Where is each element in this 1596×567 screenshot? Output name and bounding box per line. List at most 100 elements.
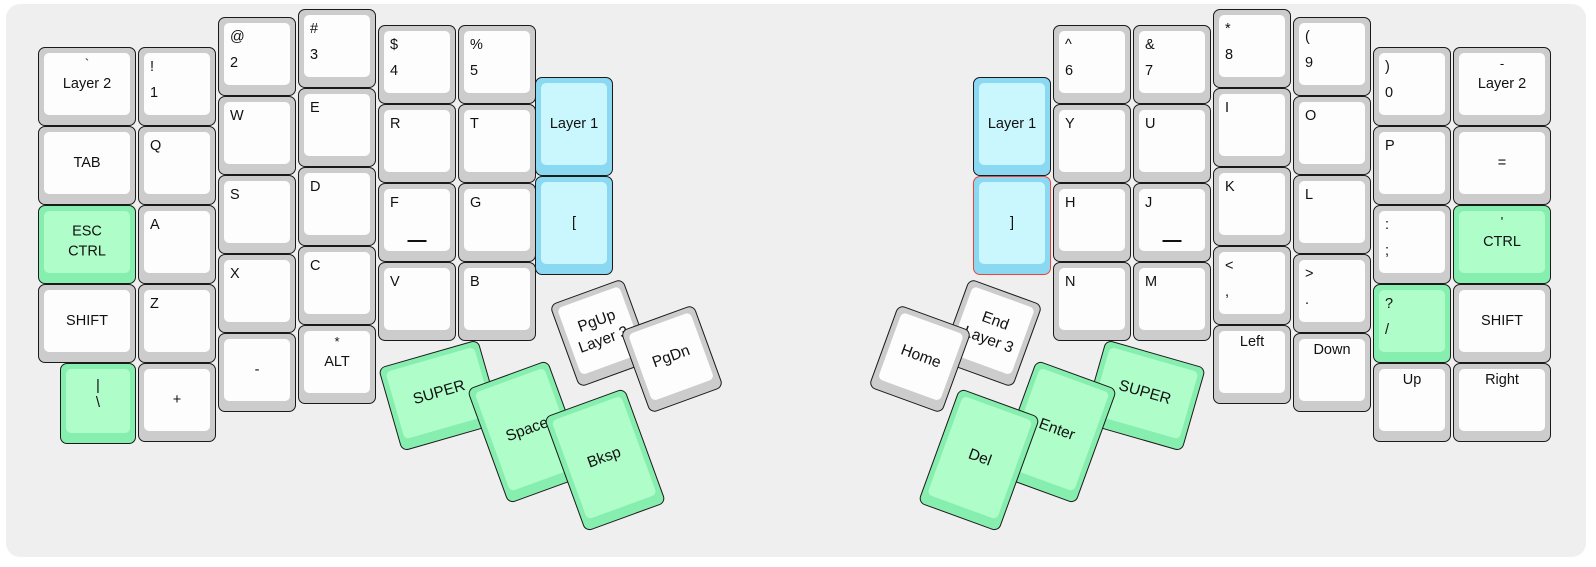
key-1[interactable]: !1 <box>138 47 216 126</box>
key-m[interactable]: M <box>1133 262 1211 341</box>
key-equals[interactable]: = <box>1453 126 1551 205</box>
key-j[interactable]: J <box>1133 183 1211 262</box>
key-alt[interactable]: *ALT <box>298 325 376 404</box>
legend-shifted: : <box>1385 217 1390 233</box>
key-b[interactable]: B <box>458 262 536 341</box>
key-semicolon[interactable]: :; <box>1373 205 1451 284</box>
keycap: SHIFT <box>1459 290 1545 352</box>
keycap: ^6 <box>1059 31 1125 93</box>
key-0[interactable]: )0 <box>1373 47 1451 126</box>
key-i[interactable]: I <box>1213 88 1291 167</box>
key-h[interactable]: H <box>1053 183 1131 262</box>
key-g[interactable]: G <box>458 183 536 262</box>
legend-shifted: ` <box>84 56 90 71</box>
key-k[interactable]: K <box>1213 167 1291 246</box>
key-tab[interactable]: TAB <box>38 126 136 205</box>
key-8[interactable]: *8 <box>1213 9 1291 88</box>
legend-base: ALT <box>324 353 350 370</box>
key-d[interactable]: D <box>298 167 376 246</box>
key-t[interactable]: T <box>458 104 536 183</box>
keycap: :; <box>1379 211 1445 273</box>
keycap: [ <box>541 182 607 264</box>
legend-base: Up <box>1402 372 1422 388</box>
legend-shifted: ( <box>1305 29 1310 45</box>
keycap: Layer 1 <box>541 83 607 165</box>
key-shift[interactable]: SHIFT <box>38 284 136 363</box>
keycap: ] <box>979 182 1045 264</box>
key-layer1-right[interactable]: Layer 1 <box>973 77 1051 176</box>
key-pipe-backslash[interactable]: |\ <box>60 363 136 444</box>
legend-base: D <box>310 179 321 195</box>
key-slash[interactable]: ?/ <box>1373 284 1451 363</box>
key-2[interactable]: @2 <box>218 17 296 96</box>
legend-shifted: ^ <box>1065 37 1072 53</box>
legend-base: / <box>1385 322 1390 338</box>
key-c[interactable]: C <box>298 246 376 325</box>
key-s[interactable]: S <box>218 175 296 254</box>
key-grave-layer2[interactable]: `Layer 2 <box>38 47 136 126</box>
key-shift-right[interactable]: SHIFT <box>1453 284 1551 363</box>
key-3[interactable]: #3 <box>298 9 376 88</box>
keycap: F <box>384 189 450 251</box>
key-q[interactable]: Q <box>138 126 216 205</box>
key-o[interactable]: O <box>1293 96 1371 175</box>
keycap: %5 <box>464 31 530 93</box>
key-left[interactable]: Left <box>1213 325 1291 404</box>
keycap: -Layer 2 <box>1459 53 1545 115</box>
keycap: SHIFT <box>44 290 130 352</box>
keycap: TAB <box>44 132 130 194</box>
legend-shifted: < <box>1225 258 1234 274</box>
key-layer1[interactable]: Layer 1 <box>535 77 613 176</box>
key-y[interactable]: Y <box>1053 104 1131 183</box>
key-plus[interactable]: + <box>138 363 216 442</box>
key-minus[interactable]: - <box>218 333 296 412</box>
key-n[interactable]: N <box>1053 262 1131 341</box>
key-right[interactable]: Right <box>1453 363 1551 442</box>
key-l[interactable]: L <box>1293 175 1371 254</box>
keycap: N <box>1059 268 1125 330</box>
key-e[interactable]: E <box>298 88 376 167</box>
legend-base: PgDn <box>649 341 693 371</box>
key-a[interactable]: A <box>138 205 216 284</box>
keycap: H <box>1059 189 1125 251</box>
legend-base: Z <box>150 296 159 312</box>
key-4[interactable]: $4 <box>378 25 456 104</box>
key-7[interactable]: &7 <box>1133 25 1211 104</box>
keycap: |\ <box>66 369 130 433</box>
legend-base: Layer 1 <box>549 115 599 132</box>
key-5[interactable]: %5 <box>458 25 536 104</box>
key-u[interactable]: U <box>1133 104 1211 183</box>
key-9[interactable]: (9 <box>1293 17 1371 96</box>
key-comma[interactable]: <, <box>1213 246 1291 325</box>
key-quote-ctrl[interactable]: 'CTRL <box>1453 205 1551 284</box>
legend-base: L <box>1305 187 1314 203</box>
key-up[interactable]: Up <box>1373 363 1451 442</box>
legend-base: K <box>1225 179 1235 195</box>
legend-base: Bksp <box>584 443 624 471</box>
key-v[interactable]: V <box>378 262 456 341</box>
keycap: Up <box>1379 369 1445 431</box>
key-r[interactable]: R <box>378 104 456 183</box>
key-down[interactable]: Down <box>1293 333 1371 412</box>
key-z[interactable]: Z <box>138 284 216 363</box>
legend-base: SHIFT <box>66 312 108 329</box>
key-f[interactable]: F <box>378 183 456 262</box>
key-period[interactable]: >. <box>1293 254 1371 333</box>
legend-base: J <box>1145 195 1153 211</box>
legend-base: 5 <box>470 63 479 79</box>
legend-base: W <box>230 108 244 124</box>
key-6[interactable]: ^6 <box>1053 25 1131 104</box>
keycap: C <box>304 252 370 314</box>
keycap: PgDn <box>627 312 715 402</box>
legend-base: CTRL <box>1483 233 1521 250</box>
legend-base: E <box>310 100 320 116</box>
key-bracket-left[interactable]: [ <box>535 176 613 275</box>
key-bracket-right[interactable]: ] <box>973 176 1051 275</box>
key-minus-layer2[interactable]: -Layer 2 <box>1453 47 1551 126</box>
key-w[interactable]: W <box>218 96 296 175</box>
key-x[interactable]: X <box>218 254 296 333</box>
key-p[interactable]: P <box>1373 126 1451 205</box>
